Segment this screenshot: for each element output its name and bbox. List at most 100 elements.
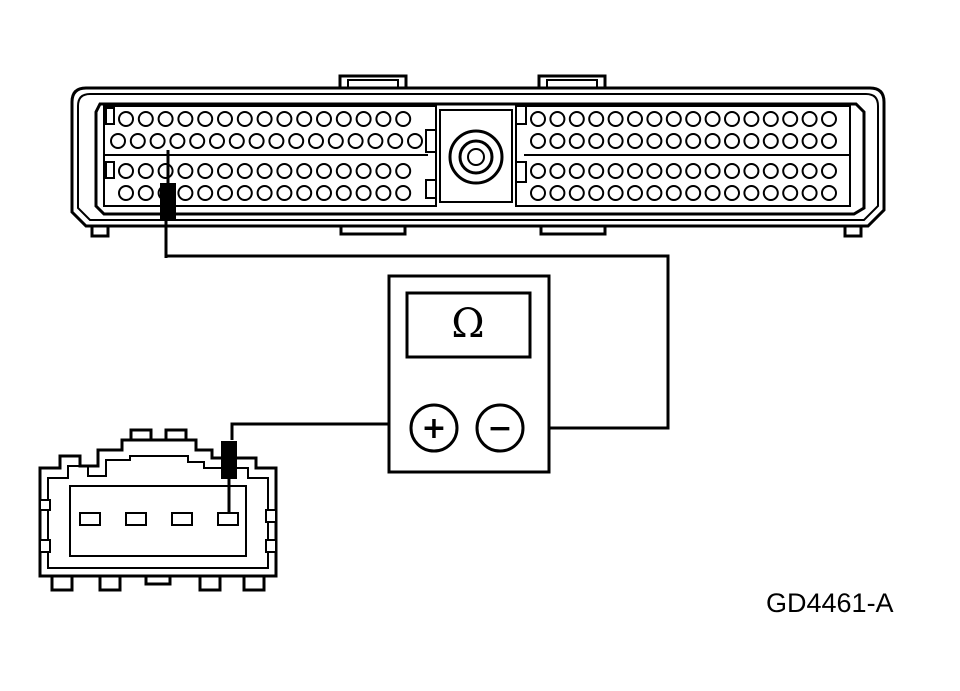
ecu-right-row3-pin: [743, 163, 760, 179]
ecu-outer-shell-inner-line: [77, 93, 879, 221]
ecu-left-row2-pin: [248, 133, 265, 149]
ecu-right-row4-pin: [704, 185, 721, 201]
ecu-right-row3-pin: [665, 163, 682, 179]
ecu-jack-screw-mid: [458, 139, 494, 175]
ecu-right-row1-pin: [588, 111, 605, 127]
ecu-left-row2-pin: [149, 133, 166, 149]
ecu-left-row3-pin: [276, 163, 293, 179]
ecu-left-row1-pin: [236, 111, 253, 127]
ecu-right-row4-pin: [665, 185, 682, 201]
ecu-left-row1-pin: [395, 111, 412, 127]
ecu-left-row3-pin: [137, 163, 154, 179]
ecu-left-row2-pin: [169, 133, 186, 149]
ecu-left-row2-pin: [209, 133, 225, 149]
ecu-left-row3-pin: [395, 163, 412, 179]
ecu-right-row1-pin: [743, 111, 760, 127]
ecu-right-row1-pin: [627, 111, 643, 127]
ecu-right-row4-pin: [646, 185, 663, 201]
ecu-left-row2-pin: [228, 133, 245, 149]
ecu-right-row4-pin: [627, 185, 643, 201]
ecu-left-row4-pin: [256, 185, 273, 201]
ecu-right-row3-pin: [821, 163, 837, 179]
ecu-right-row4-pin: [743, 185, 760, 201]
ecu-left-row4-pin: [137, 185, 154, 201]
ecu-left-key-bottom: [425, 179, 437, 199]
ecu-right-row4-pin: [607, 185, 624, 201]
sensor-terminal-2: [125, 512, 147, 526]
sensor-terminal-4: [217, 512, 239, 526]
ecu-right-row1-pin: [762, 111, 779, 127]
ecu-right-row2-pin: [724, 133, 740, 149]
ecu-right-row2-pin: [665, 133, 682, 149]
ecu-right-row3-pin: [646, 163, 663, 179]
ecu-right-row3-pin: [607, 163, 624, 179]
ecu-left-row4-pin: [197, 185, 214, 201]
ecu-right-row3-pin: [627, 163, 643, 179]
positive-terminal: [409, 403, 459, 453]
ecu-right-row1-pin: [646, 111, 663, 127]
ecu-left-row2-pin: [327, 133, 344, 149]
ecu-right-row2-pin: [704, 133, 721, 149]
ecu-right-row3-pin: [724, 163, 740, 179]
positive-test-lead: [230, 422, 410, 440]
ecu-left-row4-pin: [296, 185, 313, 201]
ecu-left-row1-pin: [256, 111, 273, 127]
sensor-foot-2: [98, 574, 122, 592]
ecu-right-row1-pin: [549, 111, 566, 127]
ecu-left-row1-pin: [137, 111, 154, 127]
sensor-probe-body: [221, 441, 237, 479]
ecu-right-row2-pin: [821, 133, 837, 149]
sensor-notch-l1: [39, 499, 51, 511]
ecu-right-row1-pin: [704, 111, 721, 127]
ecu-connector: [70, 74, 886, 238]
ecu-left-row2-pin: [268, 133, 285, 149]
ecu-right-row2-pin: [568, 133, 585, 149]
ecu-right-row2-pin: [549, 133, 566, 149]
ecu-right-row3-pin: [568, 163, 585, 179]
ohmmeter-display: [405, 291, 532, 359]
ecu-jack-screw-outer: [448, 129, 504, 185]
ecu-right-row2-pin: [530, 133, 546, 149]
ecu-face: [94, 102, 866, 216]
ecu-right-row1-pin: [801, 111, 818, 127]
ecu-left-row4-pin: [335, 185, 352, 201]
test-leads: [166, 254, 670, 440]
ecu-left-row2-pin: [347, 133, 364, 149]
ecu-left-row1-pin: [177, 111, 194, 127]
sensor-terminal-1: [79, 512, 101, 526]
ecu-right-row2-pin: [627, 133, 643, 149]
ecu-left-row4-pin: [236, 185, 253, 201]
ecu-left-row1-pin: [375, 111, 392, 127]
ecu-right-row3-pin: [801, 163, 818, 179]
ecu-left-row3-pin: [256, 163, 273, 179]
ecu-left-row3-pin: [335, 163, 352, 179]
ecu-right-row4-pin: [762, 185, 779, 201]
ecu-left-row1-pin: [118, 111, 134, 127]
ohmmeter: Ω + −: [387, 274, 551, 474]
ecu-pin-array: [110, 111, 837, 201]
ecu-jack-screw-inner: [467, 148, 485, 166]
ecu-left-row3-pin: [296, 163, 313, 179]
ecu-right-row4-pin: [588, 185, 605, 201]
ecu-right-row1-pin: [724, 111, 740, 127]
ecu-left-row2-pin: [387, 133, 404, 149]
ecu-left-row4-pin: [217, 185, 233, 201]
ecu-right-row1-pin: [530, 111, 546, 127]
ecu-back-probe: [160, 150, 176, 258]
ecu-right-row1-pin: [782, 111, 799, 127]
sensor-foot-5: [242, 574, 266, 592]
ecu-left-row4-pin: [276, 185, 293, 201]
ecu-right-key-top: [515, 105, 527, 125]
ecu-right-row3-pin: [588, 163, 605, 179]
ecu-right-row1-pin: [607, 111, 624, 127]
sensor-foot-4: [198, 574, 222, 592]
ecu-right-row2-pin: [685, 133, 702, 149]
ecu-right-row3-pin: [549, 163, 566, 179]
ecu-right-row2-pin: [607, 133, 624, 149]
ecu-left-row1-pin: [316, 111, 332, 127]
sensor-foot-3: [144, 574, 172, 586]
ecu-left-row2-pin: [308, 133, 324, 149]
ecu-right-row1-pin: [568, 111, 585, 127]
